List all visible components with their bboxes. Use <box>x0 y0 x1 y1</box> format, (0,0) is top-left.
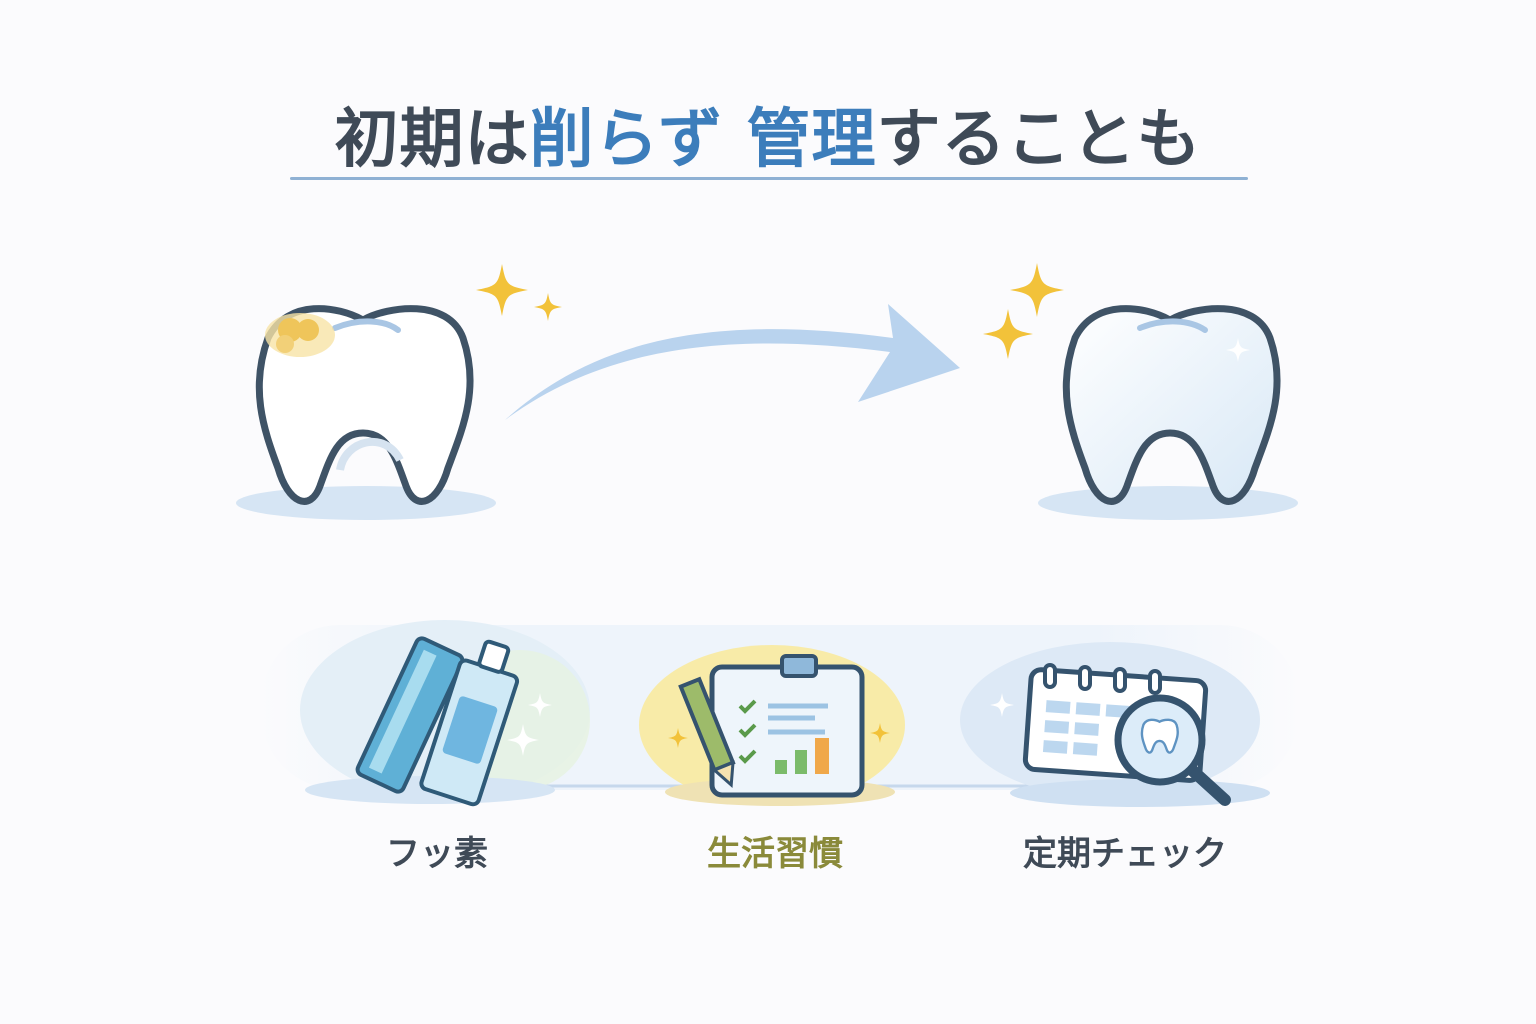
item-label-checkup: 定期チェック <box>1023 834 1227 874</box>
item-label-lifestyle: 生活習慣 <box>707 834 843 874</box>
checklist-clipboard-icon <box>639 645 905 806</box>
arrow-icon <box>505 304 960 420</box>
item-label-fluoride: フッ素 <box>386 834 488 874</box>
sparkle-icon <box>476 263 1064 359</box>
title-highlight-management: 管理 <box>746 103 877 177</box>
title-underline <box>290 177 1248 180</box>
fluoride-toothpaste-icon <box>300 620 590 807</box>
tooth-with-early-decay <box>236 309 496 520</box>
healthy-tooth <box>1038 309 1298 520</box>
title-highlight-no-drilling: 削らず <box>529 103 724 177</box>
title-part2: することも <box>876 103 1202 177</box>
calendar-magnifier-icon <box>960 642 1270 807</box>
page-title: 初期は削らず 管理することも <box>0 88 1536 180</box>
title-part1: 初期は <box>334 103 530 177</box>
decay-spot <box>265 313 335 357</box>
